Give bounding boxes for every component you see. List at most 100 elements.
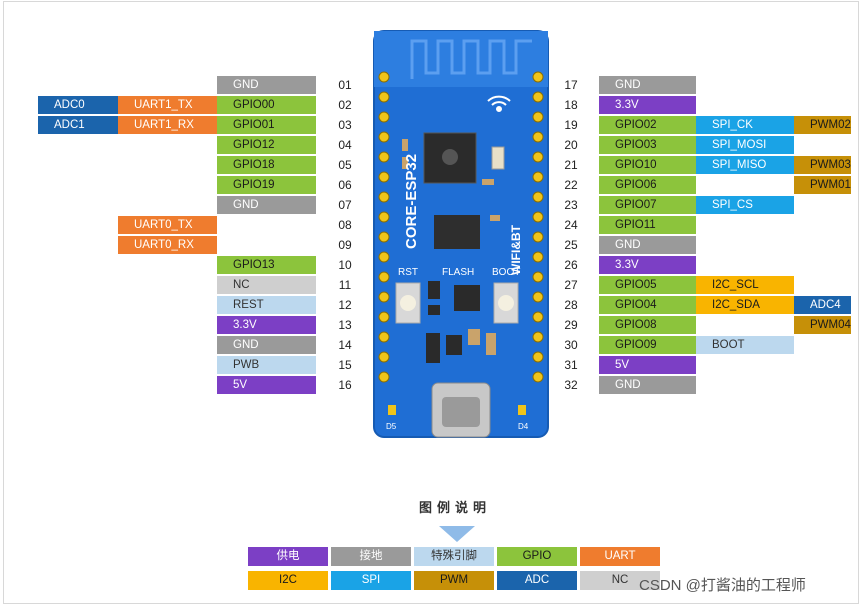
pin-number: 30 xyxy=(564,338,578,352)
pin-name-label: GPIO13 xyxy=(217,256,316,274)
pin-name-label: GPIO08 xyxy=(599,316,696,334)
pin-name-label: 3.3V xyxy=(599,96,696,114)
pin-name-label: GPIO06 xyxy=(599,176,696,194)
adc-label: ADC1 xyxy=(38,116,118,134)
pin-name-label: GPIO00 xyxy=(217,96,316,114)
spi-label: SPI_MOSI xyxy=(696,136,794,154)
flash-chip xyxy=(434,215,480,249)
led-d5 xyxy=(388,405,396,415)
pin-number: 05 xyxy=(338,158,352,172)
pin-name-label: GND xyxy=(217,196,316,214)
pin-number: 32 xyxy=(564,378,578,392)
legend-arrow-icon xyxy=(439,526,475,542)
pin-number: 08 xyxy=(338,218,352,232)
pin-number: 28 xyxy=(564,298,578,312)
right-castellated-pins xyxy=(532,71,544,383)
pin-number: 12 xyxy=(338,298,352,312)
adc-label: ADC4 xyxy=(794,296,851,314)
pin-name-label: GPIO18 xyxy=(217,156,316,174)
uart-label: UART0_RX xyxy=(118,236,217,254)
pin-name-label: GPIO01 xyxy=(217,116,316,134)
pin-number: 22 xyxy=(564,178,578,192)
pin-name-label: GPIO19 xyxy=(217,176,316,194)
pin-name-label: GPIO10 xyxy=(599,156,696,174)
pin-number: 06 xyxy=(338,178,352,192)
pin-name-label: GND xyxy=(217,76,316,94)
spi-label: SPI_CK xyxy=(696,116,794,134)
legend-item-spi: SPI xyxy=(331,571,411,590)
pin-number: 19 xyxy=(564,118,578,132)
watermark: CSDN @打酱油的工程师 xyxy=(639,577,806,594)
pin-name-label: 3.3V xyxy=(599,256,696,274)
adc-label: ADC0 xyxy=(38,96,118,114)
legend-item-i2c: I2C xyxy=(248,571,328,590)
pin-number: 09 xyxy=(338,238,352,252)
legend-item-nc: NC xyxy=(580,571,660,590)
flash-label: FLASH xyxy=(442,267,474,278)
pwm-label: PWM03 xyxy=(794,156,851,174)
uart-label: UART1_RX xyxy=(118,116,217,134)
d4-label: D4 xyxy=(518,422,529,431)
pin-number: 13 xyxy=(338,318,352,332)
pin-name-label: GPIO12 xyxy=(217,136,316,154)
pin-number: 11 xyxy=(338,278,352,292)
pin-number: 02 xyxy=(338,98,352,112)
pin-name-label: GPIO03 xyxy=(599,136,696,154)
pin-number: 27 xyxy=(564,278,578,292)
pin-number: 26 xyxy=(564,258,578,272)
pin-name-label: PWB xyxy=(217,356,316,374)
pin-number: 01 xyxy=(338,78,352,92)
pin-name-label: GND xyxy=(217,336,316,354)
boot-button xyxy=(493,282,519,324)
pin-name-label: GPIO07 xyxy=(599,196,696,214)
legend-item-spec: 特殊引脚 xyxy=(414,547,494,566)
pin-number: 23 xyxy=(564,198,578,212)
legend-title: 图例说明 xyxy=(418,500,491,515)
pin-number: 04 xyxy=(338,138,352,152)
i2c-label: I2C_SDA xyxy=(696,296,794,314)
pin-name-label: REST xyxy=(217,296,316,314)
led-d4 xyxy=(518,405,526,415)
pin-name-label: GPIO05 xyxy=(599,276,696,294)
legend-item-pwm: PWM xyxy=(414,571,494,590)
pin-name-label: 5V xyxy=(217,376,316,394)
pwm-label: PWM01 xyxy=(794,176,851,194)
esp32-board-image: CORE-ESP32 WIFI&BT RST FLASH BOOT D5 D4 xyxy=(373,30,549,438)
legend-item-gpio: GPIO xyxy=(497,547,577,566)
i2c-label: I2C_SCL xyxy=(696,276,794,294)
rst-label: RST xyxy=(398,267,418,278)
diagram-frame xyxy=(3,1,859,604)
pwm-label: PWM04 xyxy=(794,316,851,334)
pin-name-label: 3.3V xyxy=(217,316,316,334)
spi-label: SPI_CS xyxy=(696,196,794,214)
legend-item-uart: UART xyxy=(580,547,660,566)
pin-name-label: NC xyxy=(217,276,316,294)
boot-label: BOOT xyxy=(492,267,520,278)
pin-number: 29 xyxy=(564,318,578,332)
pin-number: 17 xyxy=(564,78,578,92)
wireless-text: WIFI&BT xyxy=(509,224,523,275)
pin-number: 10 xyxy=(338,258,352,272)
pin-name-label: GPIO11 xyxy=(599,216,696,234)
pin-name-label: GND xyxy=(599,76,696,94)
pin-number: 25 xyxy=(564,238,578,252)
pin-number: 16 xyxy=(338,378,352,392)
pin-number: 03 xyxy=(338,118,352,132)
uart-label: UART0_TX xyxy=(118,216,217,234)
legend-item-pwr: 供电 xyxy=(248,547,328,566)
pin-name-label: 5V xyxy=(599,356,696,374)
uart-label: UART1_TX xyxy=(118,96,217,114)
rst-button xyxy=(395,282,421,324)
board-name-text: CORE-ESP32 xyxy=(403,154,420,249)
pin-number: 07 xyxy=(338,198,352,212)
pin-number: 18 xyxy=(564,98,578,112)
pin-number: 20 xyxy=(564,138,578,152)
pin-number: 24 xyxy=(564,218,578,232)
wifi-icon xyxy=(487,95,511,112)
pin-number: 31 xyxy=(564,358,578,372)
legend-item-gnd: 接地 xyxy=(331,547,411,566)
pin-name-label: GPIO02 xyxy=(599,116,696,134)
pin-name-label: GND xyxy=(599,376,696,394)
spec-label: BOOT xyxy=(696,336,794,354)
pin-number: 15 xyxy=(338,358,352,372)
